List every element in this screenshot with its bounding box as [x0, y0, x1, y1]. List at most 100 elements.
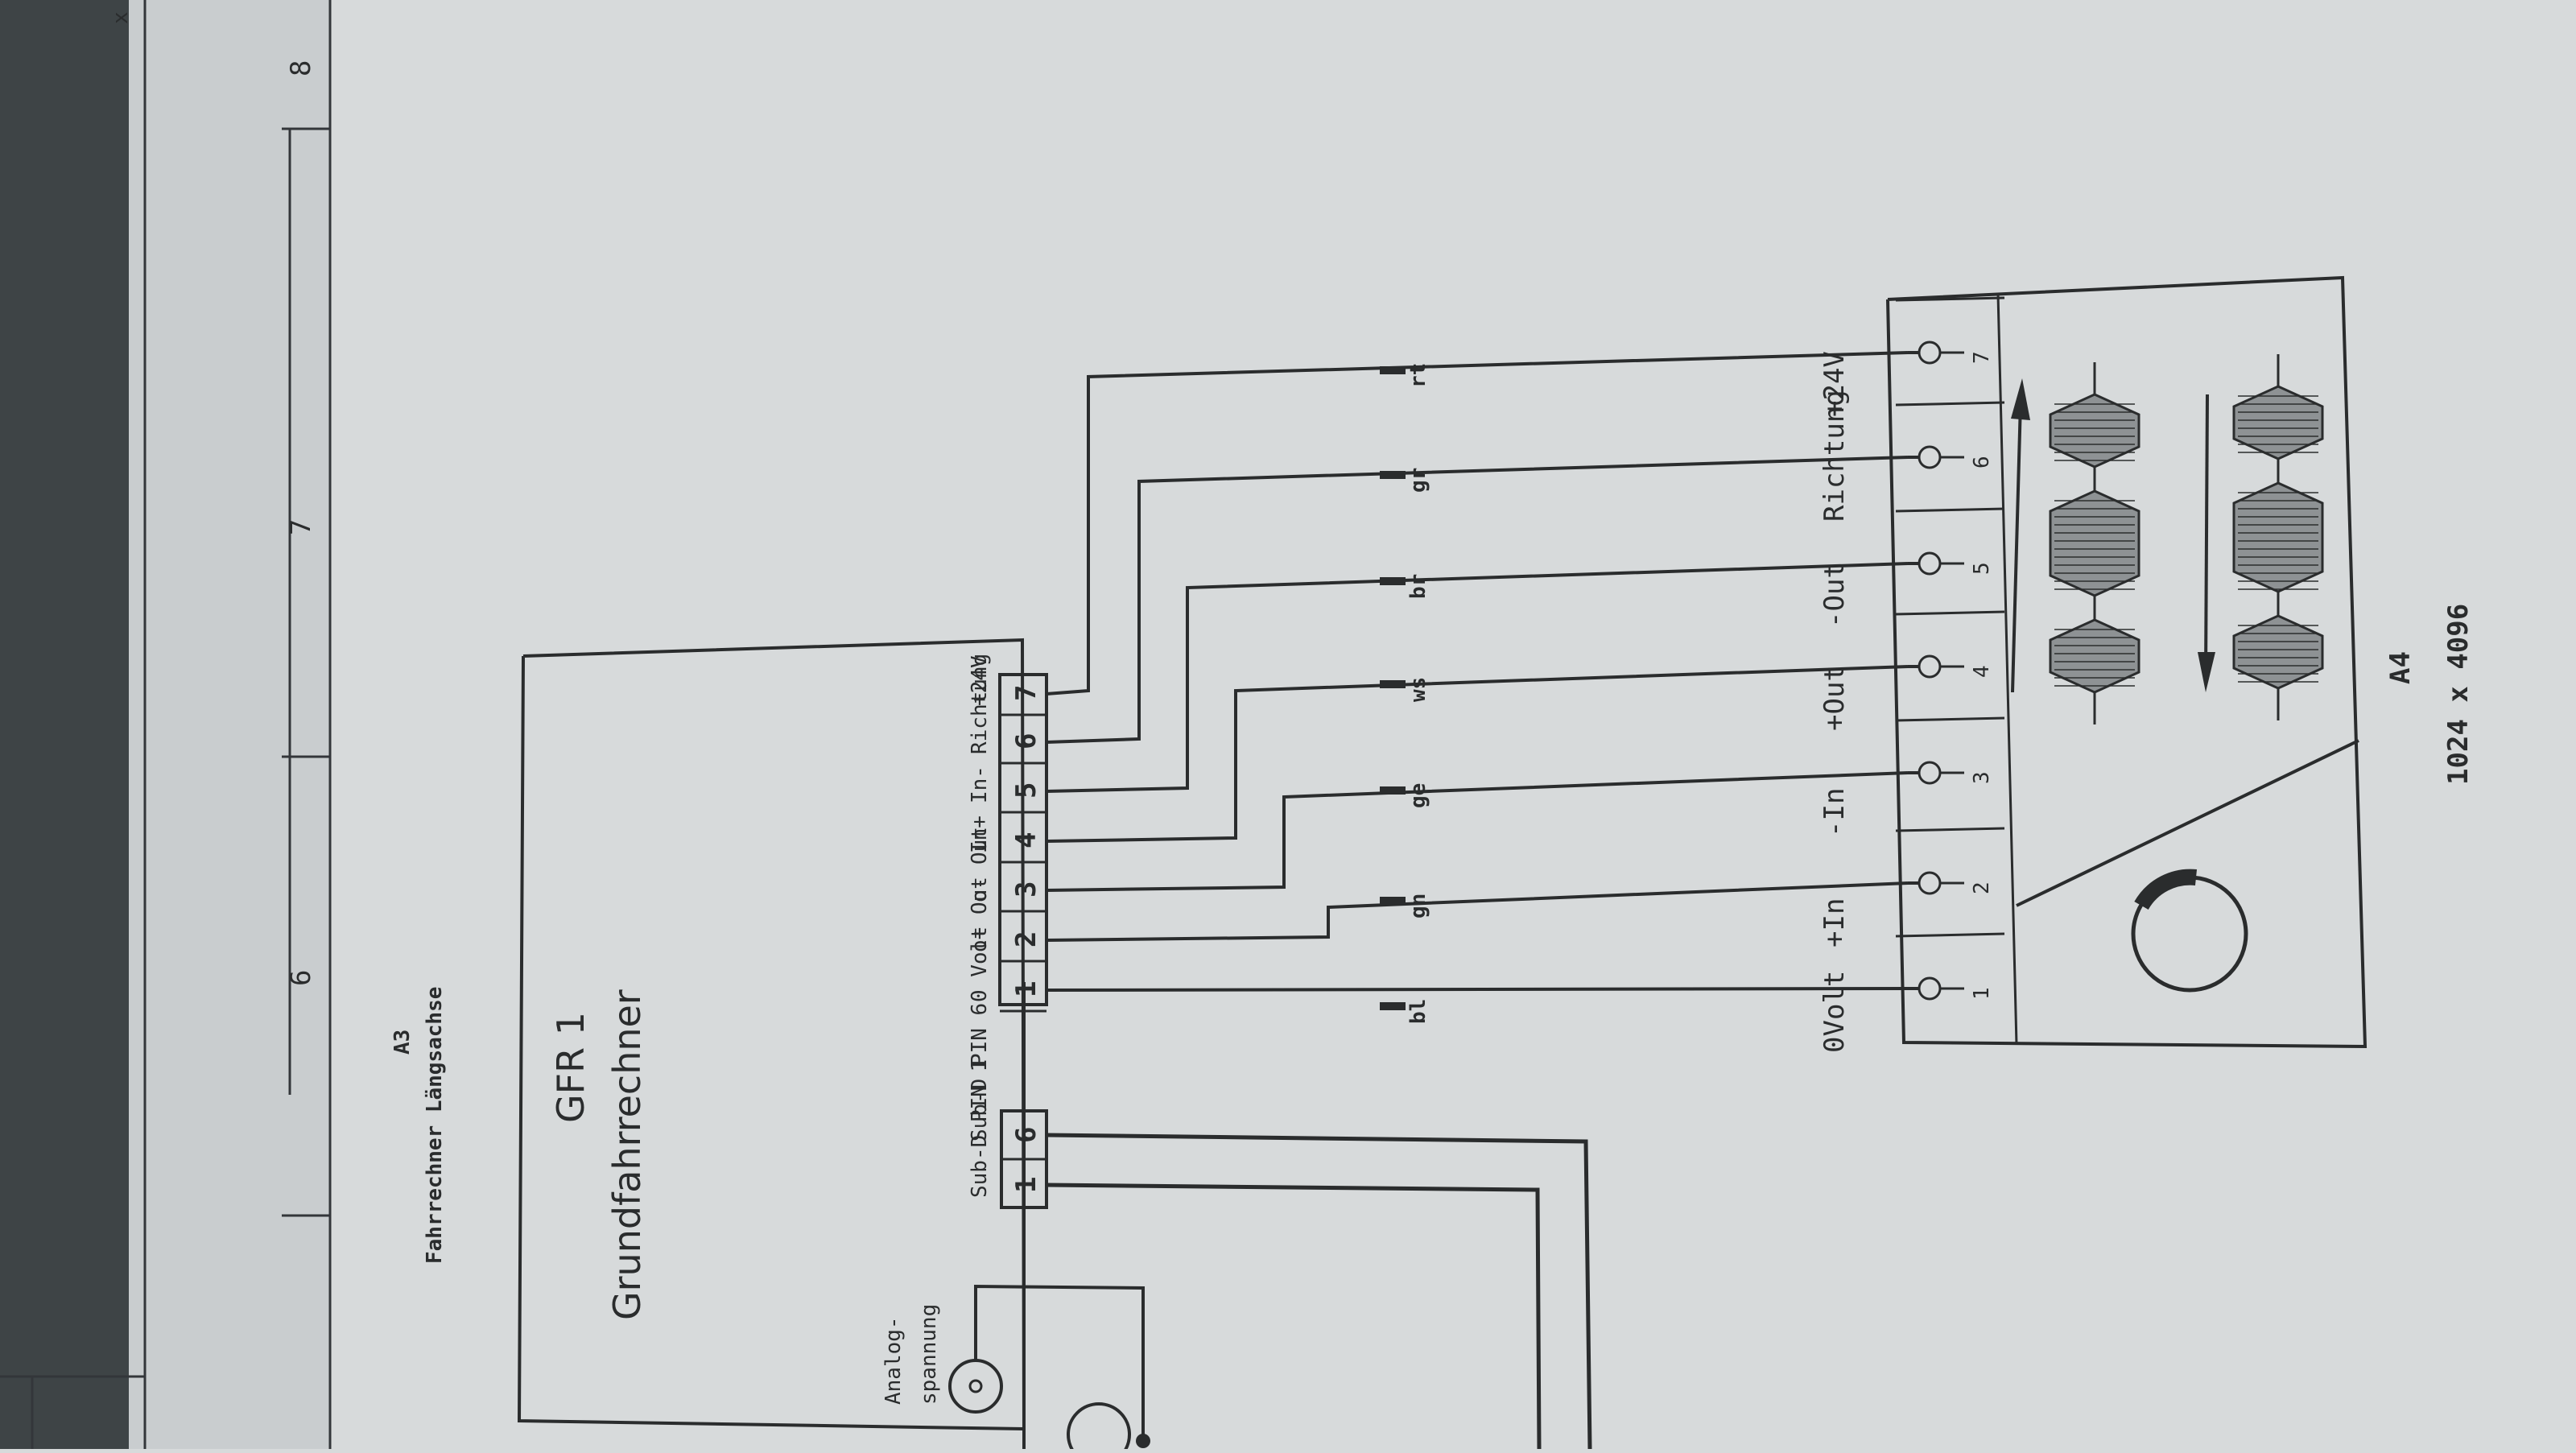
a4-terminal-number: 4 — [1970, 665, 1994, 678]
a4-diagonal — [2016, 739, 2359, 907]
column-marker-6: 6 — [285, 970, 317, 986]
sub-d-pin-1: 1 — [1010, 1177, 1042, 1193]
signal-wire-2 — [1046, 881, 1909, 942]
gfr-pin-number: 6 — [1010, 733, 1042, 749]
terminal-divider — [1895, 507, 2005, 513]
signal-wire-5 — [1046, 562, 1909, 793]
wire-color-gr: gr — [1406, 468, 1430, 493]
gfr-pin-label: o+ Out — [968, 877, 992, 952]
wire-color-bl: bl — [1406, 999, 1430, 1024]
signal-wires — [1046, 351, 1909, 992]
terminal-divider — [1895, 716, 2005, 722]
sub-d-wire-6 — [1046, 1133, 1592, 1450]
sub-d-pin-6: 6 — [1010, 1127, 1042, 1143]
wire-tag-marker — [1380, 471, 1406, 479]
gfr-name: GFR 1 — [549, 1012, 592, 1123]
sub-d-wire-1 — [1046, 1183, 1542, 1450]
a4-size: 1024 x 4096 — [2442, 604, 2475, 785]
a4-signal-label: +Out — [1818, 665, 1851, 731]
gfr-pin-label: +24V — [968, 655, 992, 706]
terminal-screw-icon — [1918, 445, 1942, 469]
wire-tag-marker — [1380, 786, 1406, 795]
gfr-pin-label: 0 Volt — [968, 927, 992, 1002]
a4-signal-labels: 0Volt +In -In +Out -Out Richtung+24V — [1818, 351, 1851, 1053]
gfr-pin-number: 5 — [1010, 782, 1042, 799]
wire-color-ws: ws — [1406, 677, 1430, 702]
gfr-subtitle: Grundfahrrechner — [605, 989, 649, 1320]
direction-arrow-down-icon — [2204, 394, 2209, 677]
terminal-divider — [1895, 610, 2005, 616]
a4-signal-label: -Out — [1818, 562, 1851, 628]
terminal-screw-icon — [1918, 551, 1942, 576]
wire-color-rt: rt — [1406, 363, 1430, 388]
column-marker-7: 7 — [285, 519, 317, 535]
terminal-screw-icon — [1918, 341, 1942, 365]
wire-tag-marker — [1380, 680, 1406, 688]
gfr-pin-label: Richtung — [968, 654, 992, 754]
a4-terminal-number: 1 — [1970, 987, 1994, 1000]
wire-color-gn: gn — [1406, 894, 1430, 918]
signal-wire-1 — [1046, 987, 1909, 992]
gfr-pin-number: 1 — [1010, 981, 1042, 997]
sub-d-label-1: Sub-D PIN 1 — [968, 1059, 992, 1198]
a4-box — [1886, 275, 2368, 1049]
junction-dot — [1136, 1434, 1150, 1448]
wire-tag-marker — [1380, 366, 1406, 374]
coil-icon-right — [2232, 354, 2324, 720]
a4-signal-label: +In — [1818, 898, 1851, 947]
title-strip — [129, 0, 330, 1449]
terminal-screw-icon — [1918, 976, 1942, 1001]
terminal-divider — [1895, 296, 2005, 302]
a4-terminal-number: 5 — [1970, 562, 1994, 575]
gfr-pin-number: 4 — [1010, 832, 1042, 848]
dark-edge — [0, 0, 129, 1449]
gfr-pin-label: In- — [968, 766, 992, 803]
terminal-divider — [1895, 827, 2005, 832]
a4-ref: A4 — [2384, 651, 2417, 684]
dial-indicator — [2134, 869, 2198, 910]
gfr-pin-label: In+ — [968, 815, 992, 853]
a4-signal-label: -In — [1818, 788, 1851, 837]
sub-d-label-6: Sub-D PIN 6 — [968, 1003, 992, 1141]
wire-tag-marker — [1380, 577, 1406, 585]
wire-color-ge: ge — [1406, 783, 1430, 808]
a4-terminal-number: 3 — [1970, 771, 1994, 784]
arrow-head-up — [2011, 378, 2030, 420]
analog-wire — [974, 1284, 1145, 1441]
gfr-pin-label: o- Out — [968, 827, 992, 902]
wire-tag-marker — [1380, 1002, 1406, 1010]
arrow-head-down — [2198, 652, 2215, 692]
terminal-divider — [1895, 401, 2005, 407]
a4-terminal-column — [1996, 293, 2018, 1046]
a4-signal-label: +24V — [1818, 351, 1851, 417]
signal-wire-6 — [1046, 456, 1909, 744]
a4-terminal-number: 6 — [1970, 456, 1994, 469]
analog-input-pin — [968, 1379, 983, 1393]
a4-signal-label: 0Volt — [1818, 971, 1851, 1053]
coil-segment — [2232, 481, 2324, 593]
signal-wire-4 — [1046, 665, 1909, 843]
column-marker-8: 8 — [285, 60, 317, 76]
gfr-pin-number: 2 — [1010, 931, 1042, 947]
signal-wire-3 — [1046, 771, 1909, 892]
analog-label-line1: Analog- — [881, 1316, 906, 1405]
coil-icons — [2049, 354, 2324, 724]
a4-terminal-number: 2 — [1970, 881, 1994, 894]
a4-signal-label: Richtung — [1818, 390, 1851, 522]
corner-mark: x — [109, 11, 133, 24]
wire-color-tags: bl gn ge ws br gr rt — [1380, 363, 1430, 1024]
terminal-screw-icon — [1918, 654, 1942, 679]
coil-segment — [2049, 489, 2140, 597]
gfr-pin-number: 3 — [1010, 881, 1042, 898]
gfr-pin-number: 7 — [1010, 685, 1042, 701]
terminal-divider — [1895, 932, 2005, 938]
analog-second-socket — [1067, 1402, 1131, 1453]
analog-label-line2: spannung — [917, 1304, 941, 1405]
coil-icon-left — [2049, 362, 2140, 724]
wire-tag-marker — [1380, 897, 1406, 905]
sheet-title: Fahrrechner Längsachse — [423, 987, 447, 1264]
wire-color-br: br — [1406, 574, 1430, 599]
